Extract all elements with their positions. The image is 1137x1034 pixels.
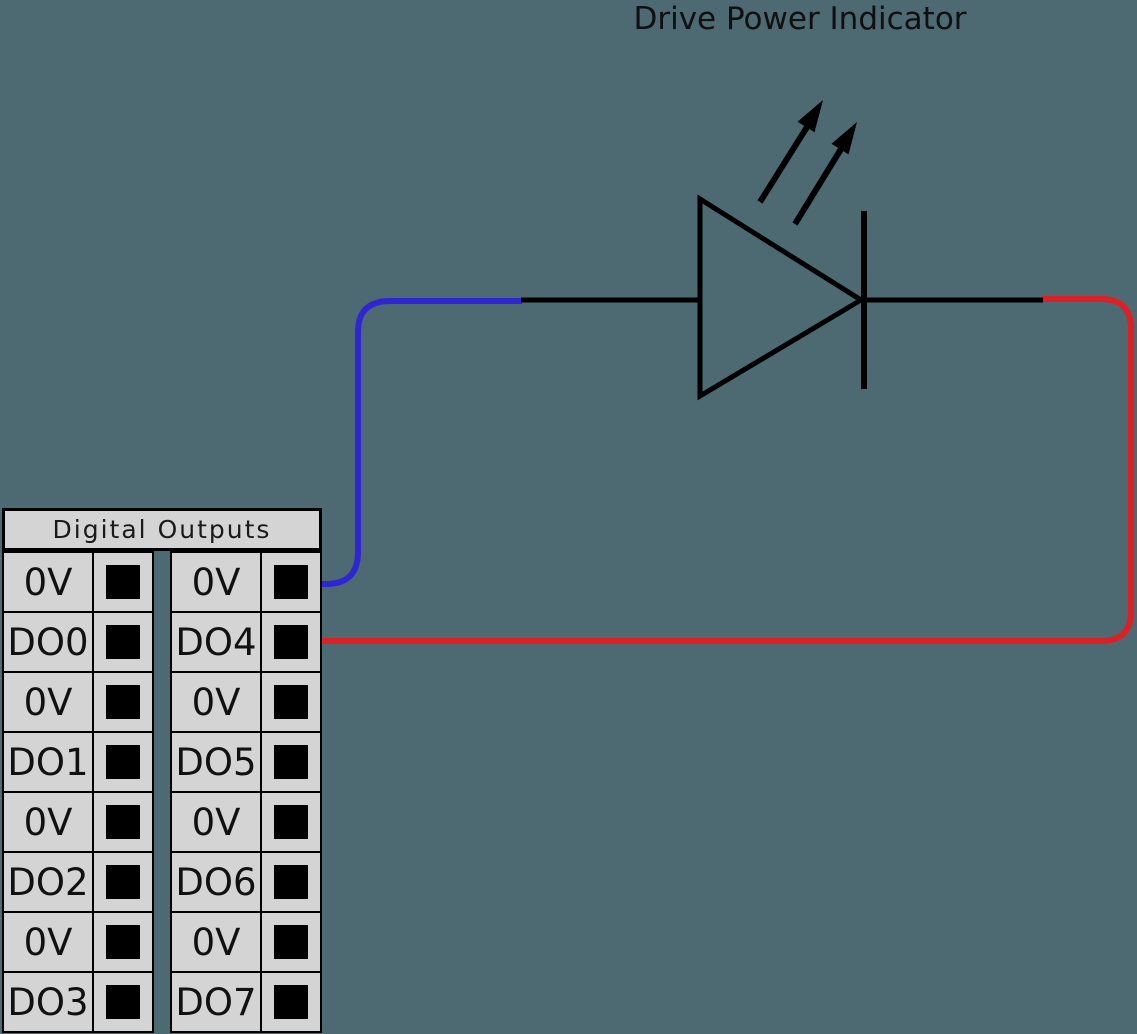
terminal-square-icon <box>274 565 308 599</box>
terminal-screw-do2[interactable] <box>94 853 152 911</box>
terminal-screw-0v[interactable] <box>94 673 152 731</box>
terminal-square-icon <box>106 925 140 959</box>
terminal-screw-do5[interactable] <box>262 733 320 791</box>
terminal-square-icon <box>274 745 308 779</box>
terminal-screw-do7[interactable] <box>262 973 320 1031</box>
terminal-square-icon <box>274 865 308 899</box>
terminal-label-0v: 0V <box>172 553 260 611</box>
terminal-label-0v: 0V <box>4 793 92 851</box>
terminal-square-icon <box>274 985 308 1019</box>
terminal-square-icon <box>274 625 308 659</box>
terminal-label-0v: 0V <box>4 553 92 611</box>
led-light-arrows-icon <box>757 100 857 226</box>
terminal-label-do7: DO7 <box>172 973 260 1031</box>
led-symbol <box>521 100 1043 401</box>
terminal-square-icon <box>106 745 140 779</box>
diagram-title: Drive Power Indicator <box>633 1 967 37</box>
terminal-screw-0v[interactable] <box>94 553 152 611</box>
terminal-label-do0: DO0 <box>4 613 92 671</box>
led-triangle <box>697 194 866 401</box>
terminal-label-do5: DO5 <box>172 733 260 791</box>
terminal-screw-do4-wired[interactable] <box>262 613 320 671</box>
terminal-label-do3: DO3 <box>4 973 92 1031</box>
terminal-square-icon <box>274 685 308 719</box>
terminal-label-0v: 0V <box>4 673 92 731</box>
terminal-screw-0v[interactable] <box>262 913 320 971</box>
terminal-screw-0v[interactable] <box>94 793 152 851</box>
terminal-label-0v: 0V <box>172 673 260 731</box>
terminal-square-icon <box>106 865 140 899</box>
led-arrow-2-shaft <box>792 147 844 226</box>
terminal-label-do2: DO2 <box>4 853 92 911</box>
terminal-label-0v: 0V <box>4 913 92 971</box>
terminal-label-0v: 0V <box>172 793 260 851</box>
terminal-screw-do3[interactable] <box>94 973 152 1031</box>
terminal-screw-0v[interactable] <box>94 913 152 971</box>
digital-outputs-terminal-block: Digital Outputs 0V DO0 0V DO1 0V DO2 0V … <box>2 508 322 1033</box>
terminal-square-icon <box>274 805 308 839</box>
terminal-square-icon <box>106 685 140 719</box>
terminal-square-icon <box>106 985 140 1019</box>
terminal-square-icon <box>106 625 140 659</box>
wire-blue-0v-to-led-anode <box>289 298 522 587</box>
terminal-square-icon <box>274 925 308 959</box>
terminal-square-icon <box>106 565 140 599</box>
terminal-columns: 0V DO0 0V DO1 0V DO2 0V DO3 0V D <box>2 551 322 1033</box>
led-arrow-2-head <box>831 122 857 155</box>
terminal-square-icon <box>106 805 140 839</box>
terminal-column-left: 0V DO0 0V DO1 0V DO2 0V DO3 <box>2 551 154 1033</box>
wire-red-led-cathode-to-do4 <box>291 296 1134 644</box>
terminal-label-do6: DO6 <box>172 853 260 911</box>
terminal-block-header: Digital Outputs <box>2 508 322 551</box>
terminal-screw-do0[interactable] <box>94 613 152 671</box>
terminal-screw-0v[interactable] <box>262 793 320 851</box>
terminal-column-right: 0V DO4 0V DO5 0V DO6 0V DO7 <box>170 551 322 1033</box>
terminal-screw-0v[interactable] <box>262 673 320 731</box>
led-arrow-1-shaft <box>757 125 810 204</box>
terminal-screw-do1[interactable] <box>94 733 152 791</box>
terminal-label-do4: DO4 <box>172 613 260 671</box>
terminal-screw-0v-wired[interactable] <box>262 553 320 611</box>
led-arrow-1-head <box>797 100 823 133</box>
terminal-screw-do6[interactable] <box>262 853 320 911</box>
terminal-label-0v: 0V <box>172 913 260 971</box>
terminal-label-do1: DO1 <box>4 733 92 791</box>
